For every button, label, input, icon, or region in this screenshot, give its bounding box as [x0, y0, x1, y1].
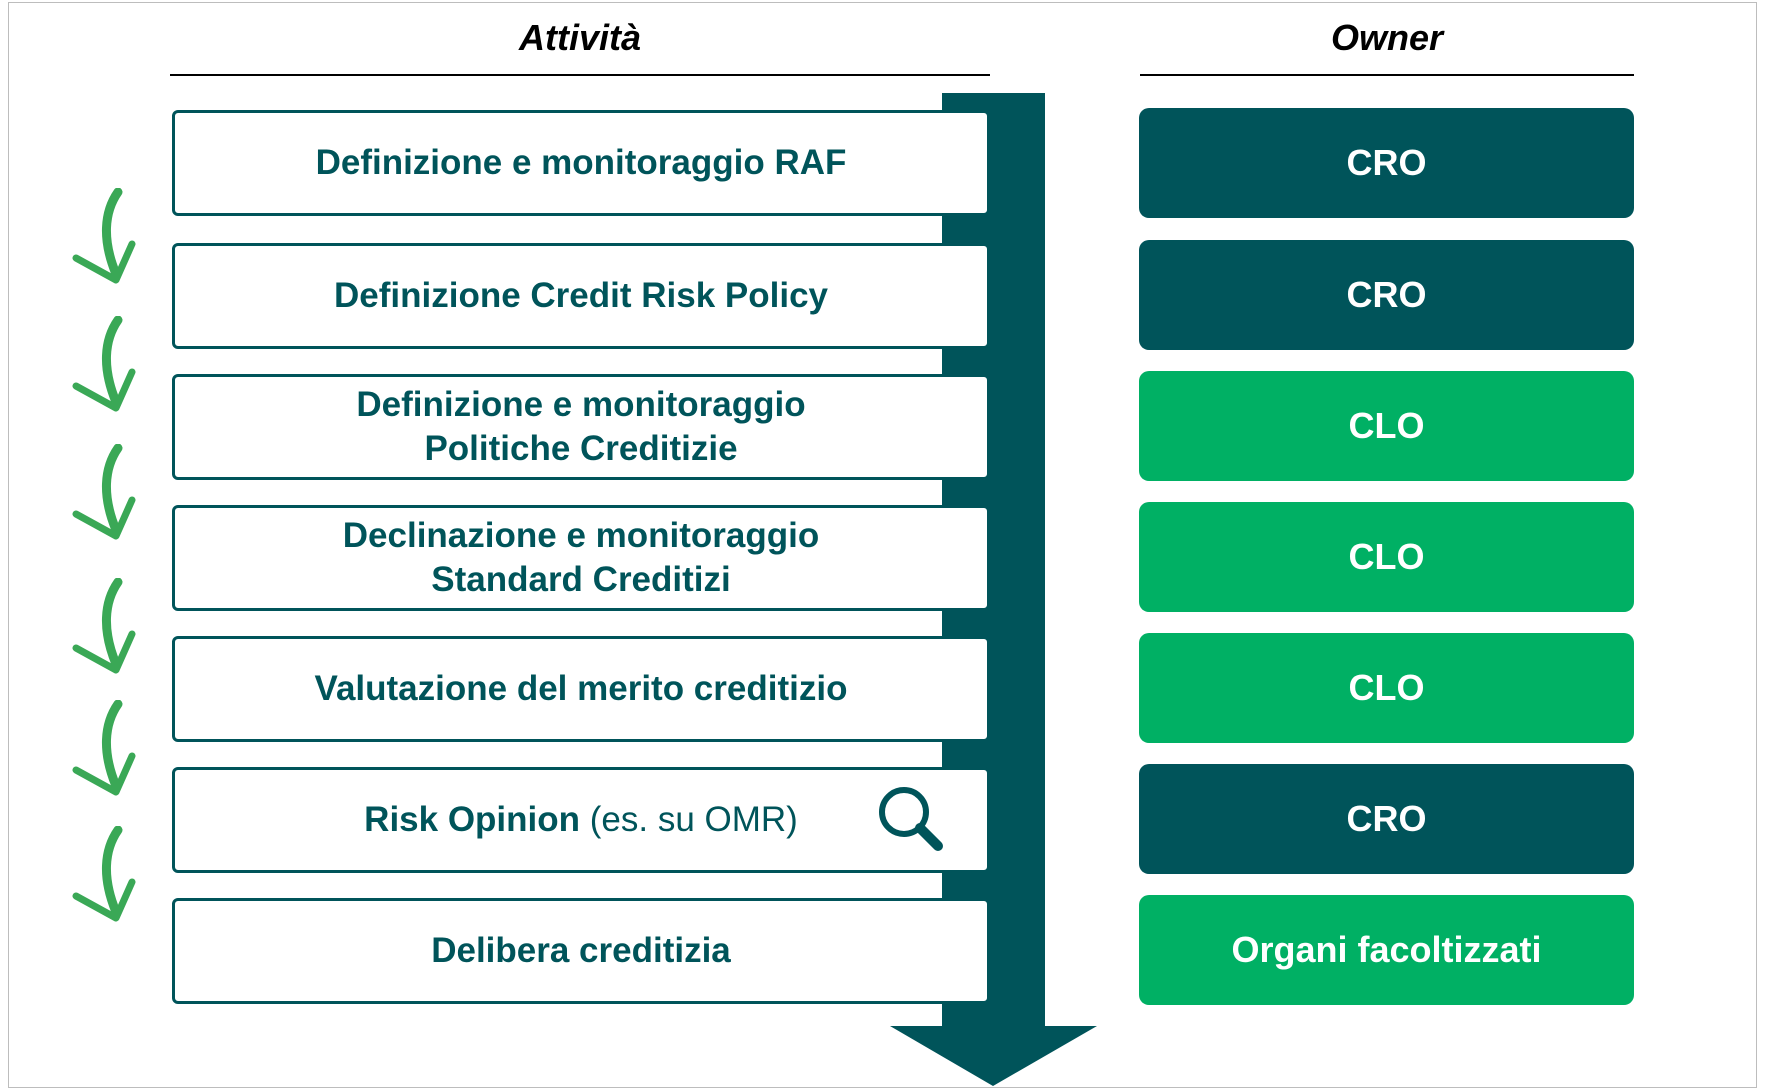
- activities-header-rule: [170, 74, 990, 76]
- activity-box-risk-opinion: Risk Opinion (es. su OMR): [172, 767, 990, 873]
- owner-box-clo: CLO: [1139, 502, 1634, 612]
- activity-label: Delibera creditizia: [431, 931, 731, 970]
- curved-down-arrow-icon: [72, 188, 136, 284]
- activity-box-credit-risk-policy: Definizione Credit Risk Policy: [172, 243, 990, 349]
- activity-label-line-2: Politiche Creditizie: [424, 429, 738, 468]
- owner-box-cro: CRO: [1139, 108, 1634, 218]
- activity-label: Definizione e monitoraggio RAF: [315, 143, 847, 182]
- activities-header: Attività: [518, 17, 641, 58]
- owner-box-clo: CLO: [1139, 633, 1634, 743]
- activity-label-normal: (es. su OMR): [580, 800, 798, 839]
- curved-down-arrow-icon: [72, 826, 136, 922]
- curved-down-arrow-icon: [72, 700, 136, 796]
- owner-box-clo: CLO: [1139, 371, 1634, 481]
- owner-header: Owner: [1330, 17, 1444, 58]
- activity-label: Definizione Credit Risk Policy: [334, 276, 828, 315]
- owner-box-cro: CRO: [1139, 764, 1634, 874]
- owner-box-cro: CRO: [1139, 240, 1634, 350]
- activity-label: Risk Opinion (es. su OMR): [364, 798, 798, 842]
- activity-box-merito-creditizio: Valutazione del merito creditizio: [172, 636, 990, 742]
- activity-label-line-1: Definizione e monitoraggio: [356, 385, 806, 424]
- activity-box-politiche-creditizie: Definizione e monitoraggio Politiche Cre…: [172, 374, 990, 480]
- curved-down-arrow-icon: [72, 444, 136, 540]
- diagram-frame: [8, 2, 1757, 1088]
- activity-box-standard-creditizi: Declinazione e monitoraggio Standard Cre…: [172, 505, 990, 611]
- activity-box-raf: Definizione e monitoraggio RAF: [172, 110, 990, 216]
- owner-header-rule: [1140, 74, 1634, 76]
- activity-label-bold: Risk Opinion: [364, 800, 581, 839]
- activity-label-line-1: Declinazione e monitoraggio: [342, 516, 820, 555]
- curved-down-arrow-icon: [72, 316, 136, 412]
- magnifier-icon: [879, 787, 943, 851]
- activity-label-line-2: Standard Creditizi: [431, 560, 731, 599]
- activity-label: Valutazione del merito creditizio: [314, 669, 848, 708]
- activity-box-delibera: Delibera creditizia: [172, 898, 990, 1004]
- owner-box-organi-facoltizzati: Organi facoltizzati: [1139, 895, 1634, 1005]
- curved-down-arrow-icon: [72, 578, 136, 674]
